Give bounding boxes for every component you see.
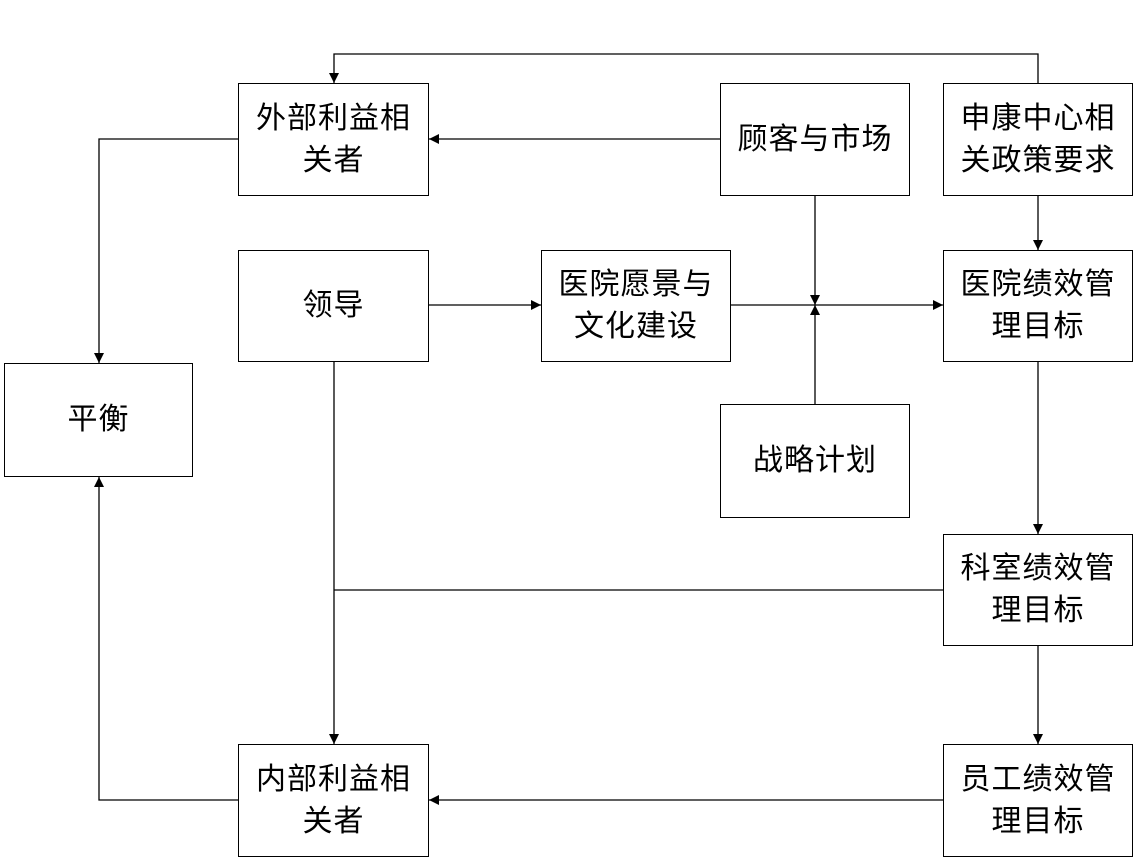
node-leadership: 领导 [238, 250, 429, 362]
node-external-stakeholders: 外部利益相 关者 [238, 83, 429, 196]
node-vision-culture: 医院愿景与 文化建设 [541, 250, 731, 362]
node-label: 顾客与市场 [737, 121, 893, 157]
node-strategic-plan: 战略计划 [720, 404, 910, 518]
node-staff-goals: 员工绩效管 理目标 [943, 744, 1133, 857]
node-label: 科室绩效管 理目标 [960, 551, 1116, 628]
node-balance: 平衡 [4, 363, 193, 477]
node-customers-market: 顾客与市场 [720, 83, 910, 196]
node-label: 战略计划 [753, 443, 877, 478]
node-label: 申康中心相 关政策要求 [960, 100, 1116, 178]
node-hospital-goals: 医院绩效管 理目标 [943, 250, 1133, 362]
node-label: 医院绩效管 理目标 [960, 267, 1116, 344]
edge-internal-to-balance [94, 477, 238, 801]
node-department-goals: 科室绩效管 理目标 [943, 534, 1133, 646]
node-label: 医院愿景与 文化建设 [558, 267, 714, 344]
node-label: 内部利益相 关者 [256, 761, 411, 839]
node-internal-stakeholders: 内部利益相 关者 [238, 744, 429, 857]
node-shenkang-policy: 申康中心相 关政策要求 [943, 83, 1133, 196]
node-label: 员工绩效管 理目标 [960, 761, 1116, 839]
node-label: 平衡 [67, 402, 130, 437]
edge-policy-to-external [329, 53, 1039, 83]
edge-external-to-balance [94, 138, 238, 363]
node-label: 领导 [302, 288, 365, 323]
node-label: 外部利益相 关者 [256, 100, 411, 178]
